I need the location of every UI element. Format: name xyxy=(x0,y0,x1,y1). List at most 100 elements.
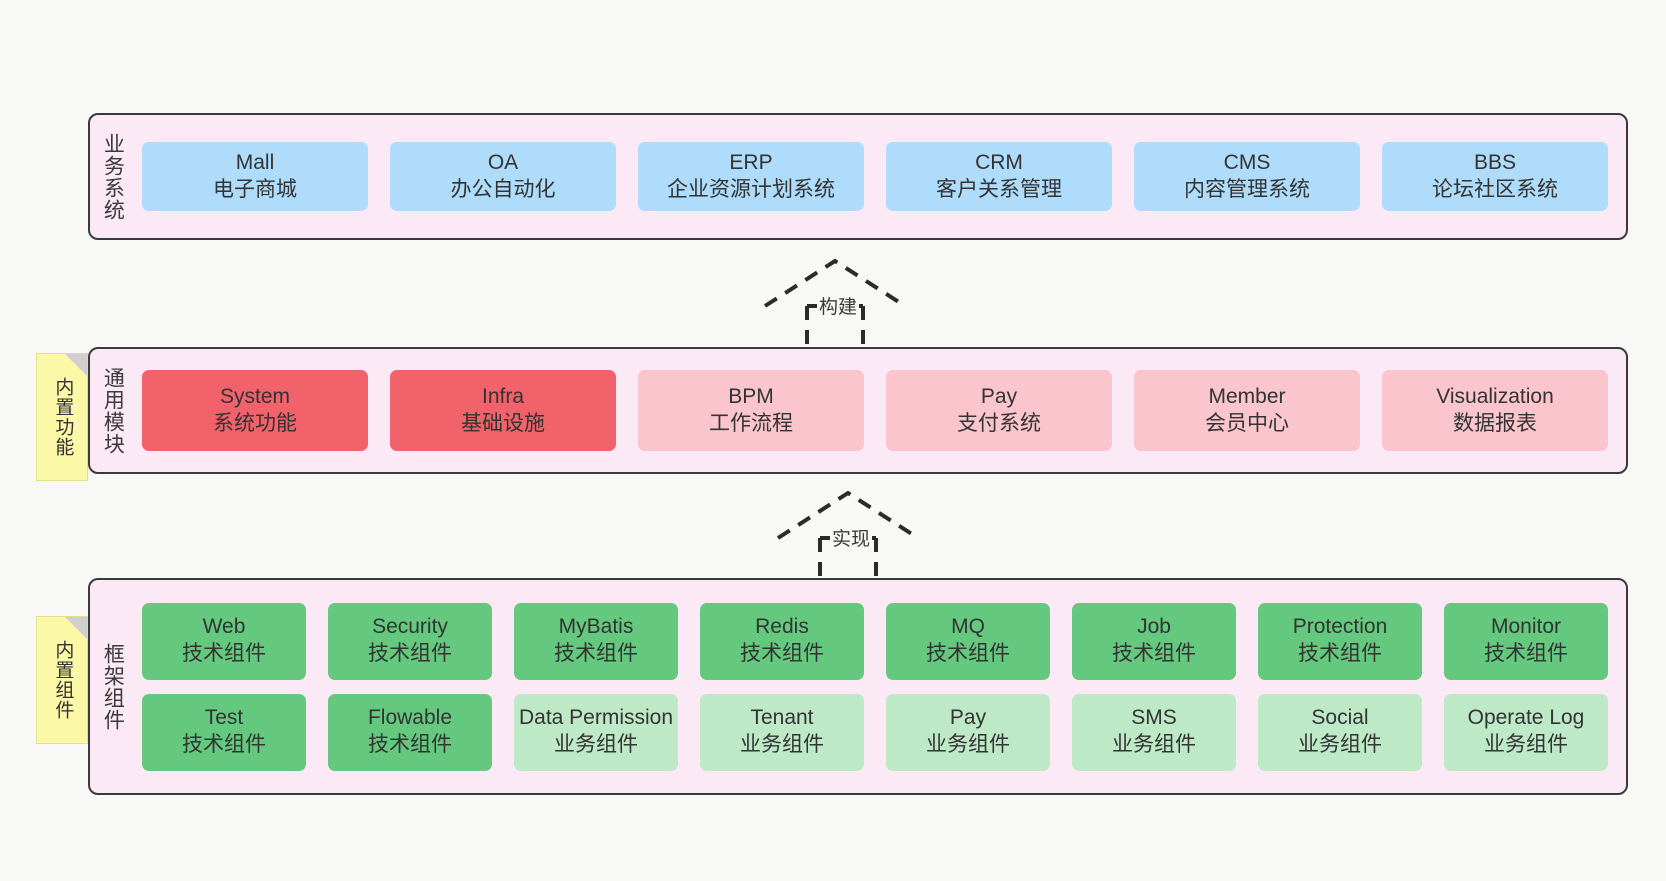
card-subtitle: 技术组件 xyxy=(182,642,266,665)
card-title: SMS xyxy=(1131,706,1177,730)
note-label: 内置功能 xyxy=(52,377,74,457)
layer-title-common-modules: 通用模块 xyxy=(101,366,125,455)
card-mq[interactable]: MQ 技术组件 xyxy=(886,602,1050,680)
card-title: Protection xyxy=(1292,615,1388,639)
card-bbs[interactable]: BBS 论坛社区系统 xyxy=(1382,142,1608,211)
card-title: Operate Log xyxy=(1467,706,1585,730)
card-test[interactable]: Test 技术组件 xyxy=(142,693,306,771)
card-web[interactable]: Web 技术组件 xyxy=(142,602,306,680)
card-title: CRM xyxy=(975,150,1023,174)
card-title: Tenant xyxy=(750,706,814,730)
card-subtitle: 业务组件 xyxy=(1484,733,1568,756)
card-protection[interactable]: Protection 技术组件 xyxy=(1258,602,1422,680)
card-subtitle: 技术组件 xyxy=(1484,642,1568,665)
card-bpm[interactable]: BPM 工作流程 xyxy=(638,370,864,451)
card-subtitle: 业务组件 xyxy=(926,733,1010,756)
layer-framework-components: 框架组件 Web 技术组件 Security 技术组件 MyBatis 技术组件… xyxy=(88,578,1628,795)
card-subtitle: 会员中心 xyxy=(1205,411,1289,435)
page-fold-icon xyxy=(65,354,87,376)
card-subtitle: 业务组件 xyxy=(740,733,824,756)
card-subtitle: 技术组件 xyxy=(554,642,638,665)
layer-title-framework-components: 框架组件 xyxy=(101,642,125,731)
card-row: Web 技术组件 Security 技术组件 MyBatis 技术组件 Redi… xyxy=(142,602,1608,680)
card-subtitle: 技术组件 xyxy=(926,642,1010,665)
card-title: Monitor xyxy=(1490,615,1562,639)
card-subtitle: 客户关系管理 xyxy=(936,177,1062,201)
note-builtin-components: 内置组件 xyxy=(36,616,88,744)
card-subtitle: 企业资源计划系统 xyxy=(667,177,835,201)
card-subtitle: 技术组件 xyxy=(368,642,452,665)
card-subtitle: 技术组件 xyxy=(740,642,824,665)
card-subtitle: 论坛社区系统 xyxy=(1432,177,1558,201)
card-title: BBS xyxy=(1473,150,1517,174)
card-visualization[interactable]: Visualization 数据报表 xyxy=(1382,370,1608,451)
card-subtitle: 内容管理系统 xyxy=(1184,177,1310,201)
connector-build: 构建 xyxy=(755,256,915,346)
card-title: CMS xyxy=(1223,150,1271,174)
connector-build-label: 构建 xyxy=(817,292,860,319)
card-title: System xyxy=(219,384,290,408)
connector-implement-label: 实现 xyxy=(830,524,873,551)
card-title: MyBatis xyxy=(558,615,634,639)
card-subtitle: 基础设施 xyxy=(461,411,545,435)
card-title: Visualization xyxy=(1436,384,1554,408)
card-system[interactable]: System 系统功能 xyxy=(142,370,368,451)
card-subtitle: 电子商城 xyxy=(213,177,297,201)
card-title: Mall xyxy=(235,150,275,174)
card-sms[interactable]: SMS 业务组件 xyxy=(1072,693,1236,771)
card-subtitle: 技术组件 xyxy=(1298,642,1382,665)
card-monitor[interactable]: Monitor 技术组件 xyxy=(1444,602,1608,680)
card-title: ERP xyxy=(729,150,773,174)
card-mall[interactable]: Mall 电子商城 xyxy=(142,142,368,211)
card-title: Test xyxy=(204,706,244,730)
card-row: System 系统功能 Infra 基础设施 BPM 工作流程 Pay 支付系统… xyxy=(142,370,1608,451)
card-subtitle: 业务组件 xyxy=(554,733,638,756)
page-fold-icon xyxy=(65,617,87,639)
card-operate-log[interactable]: Operate Log 业务组件 xyxy=(1444,693,1608,771)
layer-body-common-modules: System 系统功能 Infra 基础设施 BPM 工作流程 Pay 支付系统… xyxy=(134,349,1626,472)
card-title: OA xyxy=(487,150,519,174)
layer-body-framework-components: Web 技术组件 Security 技术组件 MyBatis 技术组件 Redi… xyxy=(134,580,1626,793)
card-mybatis[interactable]: MyBatis 技术组件 xyxy=(514,602,678,680)
card-job[interactable]: Job 技术组件 xyxy=(1072,602,1236,680)
layer-business-systems: 业务系统 Mall 电子商城 OA 办公自动化 ERP 企业资源计划系统 CRM… xyxy=(88,113,1628,240)
card-flowable[interactable]: Flowable 技术组件 xyxy=(328,693,492,771)
card-social[interactable]: Social 业务组件 xyxy=(1258,693,1422,771)
card-erp[interactable]: ERP 企业资源计划系统 xyxy=(638,142,864,211)
card-subtitle: 技术组件 xyxy=(1112,642,1196,665)
layer-common-modules: 通用模块 System 系统功能 Infra 基础设施 BPM 工作流程 Pay… xyxy=(88,347,1628,474)
card-oa[interactable]: OA 办公自动化 xyxy=(390,142,616,211)
card-subtitle: 支付系统 xyxy=(957,411,1041,435)
card-row: Test 技术组件 Flowable 技术组件 Data Permission … xyxy=(142,693,1608,771)
note-label: 内置组件 xyxy=(52,640,74,720)
card-subtitle: 技术组件 xyxy=(182,733,266,756)
card-title: Infra xyxy=(481,384,525,408)
card-subtitle: 业务组件 xyxy=(1298,733,1382,756)
card-redis[interactable]: Redis 技术组件 xyxy=(700,602,864,680)
card-title: Web xyxy=(202,615,246,639)
layer-title-business-systems: 业务系统 xyxy=(101,132,125,221)
note-builtin-functions: 内置功能 xyxy=(36,353,88,481)
card-title: Job xyxy=(1137,615,1171,639)
card-title: Pay xyxy=(949,706,987,730)
card-subtitle: 技术组件 xyxy=(368,733,452,756)
card-subtitle: 业务组件 xyxy=(1112,733,1196,756)
card-subtitle: 系统功能 xyxy=(213,411,297,435)
card-member[interactable]: Member 会员中心 xyxy=(1134,370,1360,451)
card-title: BPM xyxy=(728,384,774,408)
card-title: Pay xyxy=(980,384,1018,408)
card-title: Social xyxy=(1311,706,1369,730)
card-title: Flowable xyxy=(367,706,453,730)
card-crm[interactable]: CRM 客户关系管理 xyxy=(886,142,1112,211)
card-security[interactable]: Security 技术组件 xyxy=(328,602,492,680)
card-subtitle: 工作流程 xyxy=(709,411,793,435)
card-pay[interactable]: Pay 支付系统 xyxy=(886,370,1112,451)
card-data-permission[interactable]: Data Permission 业务组件 xyxy=(514,693,678,771)
card-pay-business[interactable]: Pay 业务组件 xyxy=(886,693,1050,771)
card-tenant[interactable]: Tenant 业务组件 xyxy=(700,693,864,771)
card-title: Member xyxy=(1208,384,1286,408)
card-title: MQ xyxy=(951,615,985,639)
card-infra[interactable]: Infra 基础设施 xyxy=(390,370,616,451)
card-cms[interactable]: CMS 内容管理系统 xyxy=(1134,142,1360,211)
